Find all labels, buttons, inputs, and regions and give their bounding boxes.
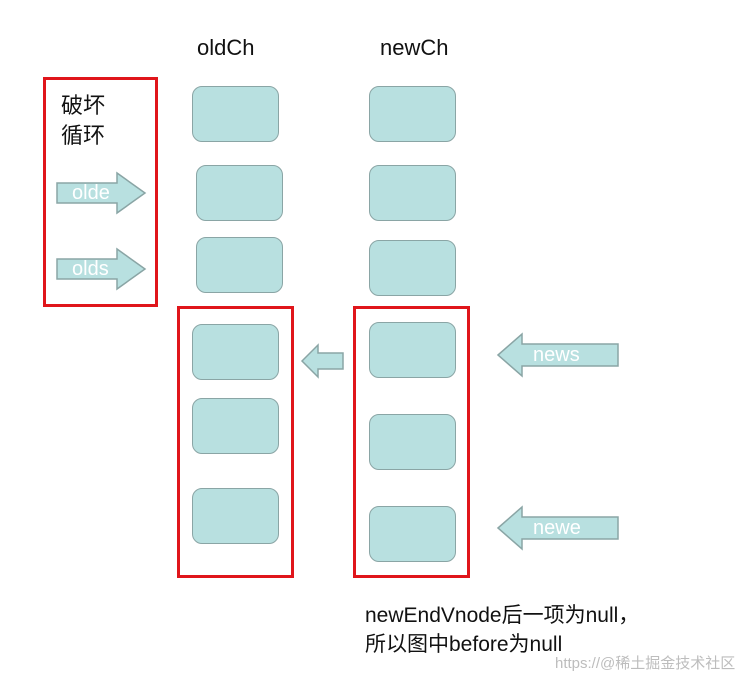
old-node-5 <box>192 398 279 454</box>
new-children-title: newCh <box>380 35 449 60</box>
new-node-2 <box>369 165 456 221</box>
old-node-2 <box>196 165 283 221</box>
watermark-prefix: https:// <box>555 655 601 672</box>
old-children-title: oldCh <box>197 35 255 60</box>
new-node-3 <box>369 240 456 296</box>
explanation-note-line2: 所以图中before为null <box>365 633 563 656</box>
insert-before-arrow <box>300 343 344 379</box>
new-remaining-box <box>353 306 470 578</box>
new-end-arrow <box>496 505 619 551</box>
new-start-arrow-label: news <box>533 344 580 366</box>
old-node-4 <box>192 324 279 380</box>
old-start-arrow <box>56 247 147 291</box>
new-node-1 <box>369 86 456 142</box>
old-end-arrow-label: olde <box>72 182 110 204</box>
new-node-4 <box>369 322 456 378</box>
old-start-arrow-label: olds <box>72 258 109 280</box>
explanation-note-line1: newEndVnode后一项为null， <box>365 604 640 627</box>
old-node-3 <box>196 237 283 293</box>
old-node-1 <box>192 86 279 142</box>
loop-break-label-line2: 循环 <box>61 123 106 148</box>
watermark-text: @稀土掘金技术社区 <box>600 655 736 672</box>
old-end-arrow <box>56 171 147 215</box>
new-start-arrow <box>496 332 619 378</box>
loop-break-box <box>43 77 158 307</box>
old-remaining-box <box>177 306 294 578</box>
explanation-note: newEndVnode后一项为null， 所以图中before为null <box>365 601 639 659</box>
watermark: https://@稀土掘金技术社区 <box>555 652 735 673</box>
old-node-6 <box>192 488 279 544</box>
loop-break-label: 破坏 循环 <box>61 91 121 151</box>
new-node-6 <box>369 506 456 562</box>
loop-break-label-line1: 破坏 <box>61 93 106 118</box>
new-end-arrow-label: newe <box>533 517 581 539</box>
new-node-5 <box>369 414 456 470</box>
